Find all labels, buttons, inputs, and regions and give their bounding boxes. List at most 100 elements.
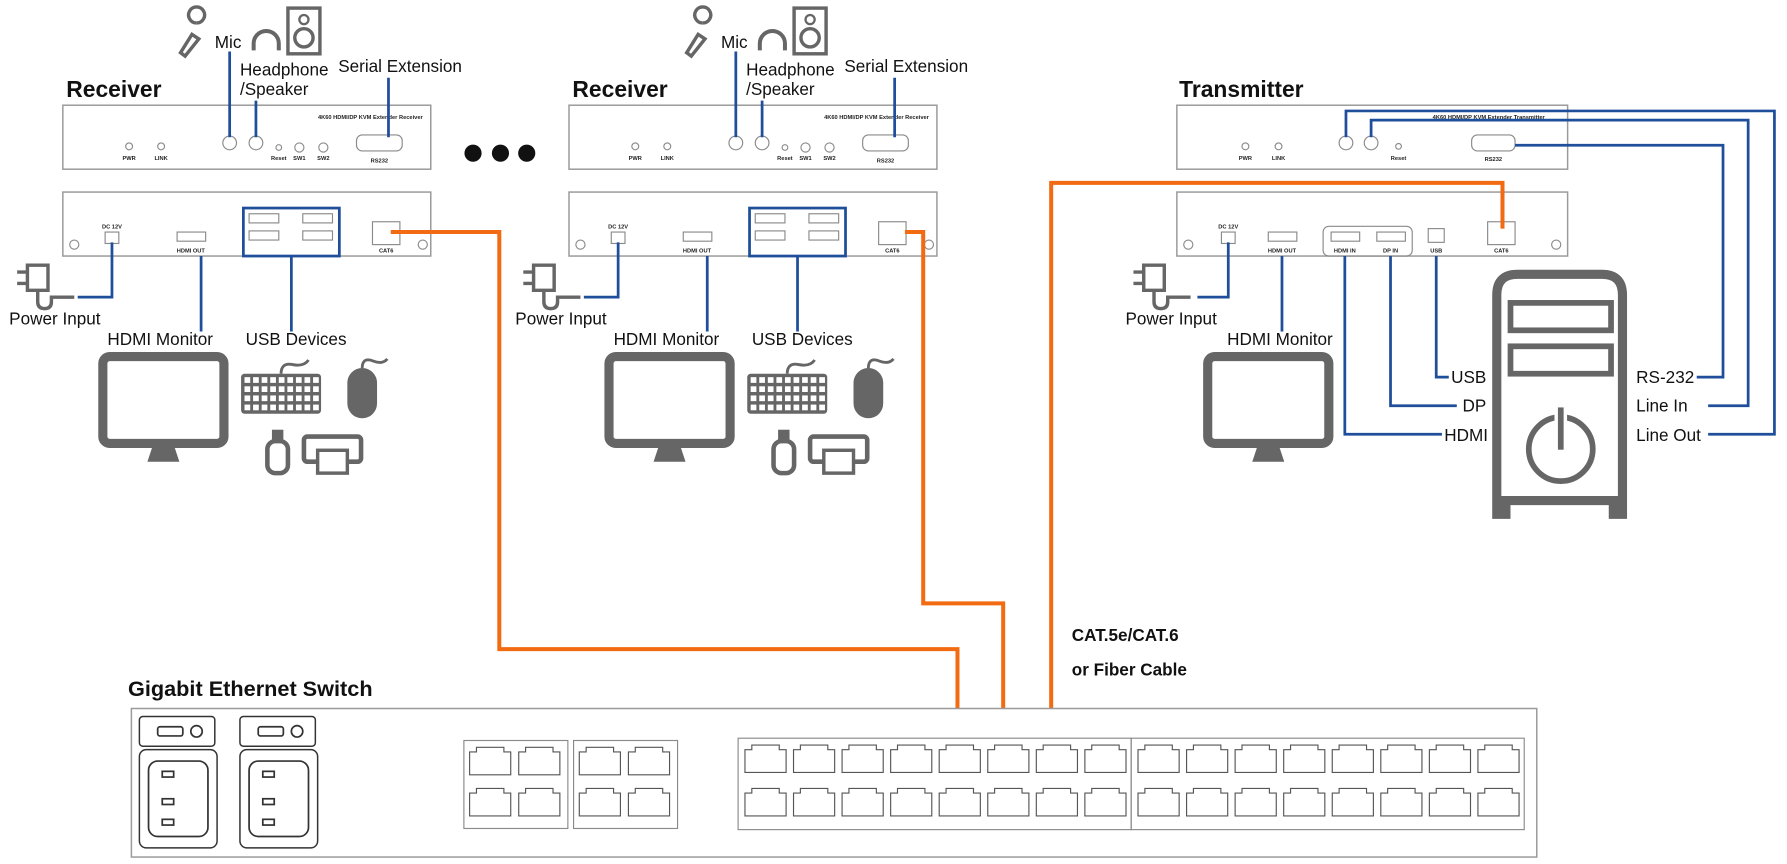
ethernet-port[interactable] [1186,787,1229,817]
receiver-model: 4K60 HDMI/DP KVM Extender Receiver [824,115,930,121]
switch-title: Gigabit Ethernet Switch [128,676,373,701]
ethernet-port[interactable] [1035,787,1079,817]
power-adapter-icon [523,263,581,311]
speaker-label: /Speaker [746,79,815,99]
pwr-label: PWR [122,156,135,162]
receiver-rear-panel [62,191,432,257]
ethernet-port[interactable] [1380,744,1423,774]
usb-stick-icon [265,438,291,476]
reset-label: Reset [271,156,287,162]
transmitter-peripherals: Power Input HDMI Monitor USB DP HDMI RS-… [1125,109,1776,519]
receiver-title: Receiver [572,76,667,102]
cable-type-label-2: or Fiber Cable [1072,659,1187,679]
transmitter-title: Transmitter [1179,76,1304,102]
ethernet-port[interactable] [518,746,561,776]
pc-line-in-label: Line In [1636,395,1687,415]
monitor-icon [1203,352,1334,448]
transmitter-model: 4K60 HDMI/DP KVM Extender Transmitter [1433,115,1546,121]
mic-label: Mic [721,32,748,52]
ethernet-port[interactable] [1380,787,1423,817]
ethernet-port[interactable] [938,744,981,774]
ethernet-port[interactable] [469,746,512,776]
ethernet-port[interactable] [1283,787,1326,817]
ethernet-port[interactable] [1477,744,1520,774]
ethernet-port[interactable] [469,787,512,817]
headphone-icon [251,28,281,51]
power-switch[interactable] [239,715,317,747]
ethernet-port[interactable] [578,746,621,776]
receiver-rear-panel [568,191,938,257]
ethernet-port[interactable] [1137,787,1180,817]
ethernet-port[interactable] [987,744,1030,774]
ethernet-port[interactable] [987,787,1030,817]
dp-in-label: DP IN [1383,249,1398,255]
power-adapter-icon [1133,263,1191,311]
receiver-model: 4K60 HDMI/DP KVM Extender Receiver [318,115,424,121]
ethernet-port[interactable] [1331,744,1374,774]
ethernet-port[interactable] [1234,744,1277,774]
ethernet-port[interactable] [841,787,884,817]
headphone-label: Headphone [240,60,329,80]
keyboard-icon [241,373,322,414]
usb-devices-label: USB Devices [246,329,347,349]
monitor-icon [604,352,735,448]
ethernet-port[interactable] [792,744,836,774]
reset-label: Reset [1391,156,1407,162]
cable-type-label: CAT.5e/CAT.6 [1072,625,1179,645]
power-input-label: Power Input [9,309,101,329]
receiver-front-panel [568,104,938,170]
hdmi-out-label: HDMI OUT [683,249,712,255]
ethernet-port[interactable] [1477,787,1520,817]
ethernet-port[interactable] [627,746,671,776]
hdmi-out-label: HDMI OUT [177,249,206,255]
hdmi-monitor-label: HDMI Monitor [1227,329,1333,349]
ethernet-port[interactable] [1137,744,1180,774]
ethernet-port[interactable] [744,744,787,774]
rs232-label: RS232 [877,158,894,164]
reset-label: Reset [777,156,793,162]
ethernet-port[interactable] [1234,787,1277,817]
cable-transmitter [1049,180,1505,749]
sw2-label: SW2 [317,156,329,162]
hdmi-in-label: HDMI IN [1334,249,1356,255]
ethernet-port[interactable] [890,744,933,774]
more-receivers-dots [464,144,536,162]
dc-label: DC 12V [102,225,122,231]
ethernet-port[interactable] [1428,787,1472,817]
link-label: LINK [1272,156,1286,162]
power-switch[interactable] [138,715,216,747]
link-label: LINK [661,156,675,162]
cable-receiver-1 [390,230,960,749]
keyboard-icon [747,373,828,414]
ethernet-port[interactable] [938,787,981,817]
sw1-label: SW1 [799,156,812,162]
ethernet-port[interactable] [792,787,836,817]
power-module-1 [138,715,218,849]
ethernet-port[interactable] [1035,744,1079,774]
microphone-icon [178,5,207,59]
power-input-label: Power Input [1125,309,1217,329]
ethernet-port[interactable] [744,787,787,817]
ethernet-port[interactable] [1283,744,1326,774]
power-adapter-icon [17,263,75,311]
ethernet-port[interactable] [1084,787,1127,817]
pc-usb-label: USB [1451,367,1486,387]
pc-line-out-label: Line Out [1636,425,1701,445]
ethernet-port[interactable] [1084,744,1127,774]
ethernet-port[interactable] [841,744,884,774]
ethernet-port[interactable] [890,787,933,817]
ethernet-port[interactable] [1331,787,1374,817]
ethernet-port[interactable] [1186,744,1229,774]
ethernet-port[interactable] [578,787,621,817]
ethernet-port[interactable] [627,787,671,817]
transmitter-front-panel [1176,104,1569,170]
ethernet-port[interactable] [1428,744,1472,774]
mic-label: Mic [215,32,242,52]
power-socket-icon [239,748,319,849]
ethernet-port[interactable] [518,787,561,817]
receiver-front-panel [62,104,432,170]
pwr-label: PWR [1239,156,1252,162]
transmitter: Transmitter 4K60 HDMI/DP KVM Extender Tr… [1176,76,1569,257]
serial-extension-label: Serial Extension [338,56,462,76]
